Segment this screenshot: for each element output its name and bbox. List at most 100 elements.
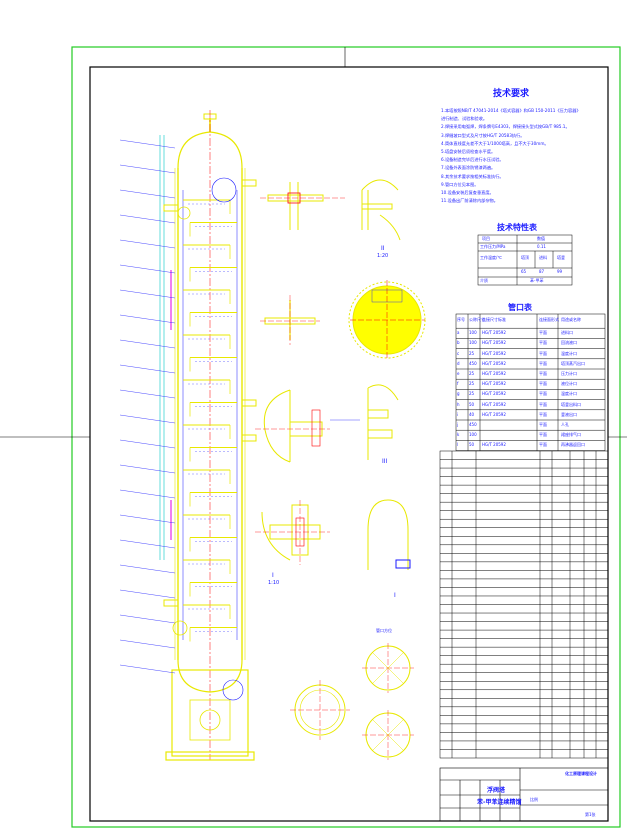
detail-view-iii <box>255 384 399 463</box>
nozzle-cell: 釜液出口 <box>561 411 577 417</box>
view-orient-label: 管口方位 <box>376 628 392 633</box>
characteristics-cell: 工作温度/℃ <box>480 255 502 260</box>
tower-elevation <box>119 110 257 761</box>
nozzle-cell: f <box>457 381 459 387</box>
nozzle-cell: 平面 <box>539 401 547 407</box>
characteristics-cell: 工作压力/MPa <box>480 244 506 249</box>
nozzle-cell: 平面 <box>539 340 547 346</box>
characteristics-cell: 介质 <box>480 278 488 283</box>
characteristics-cell: 0.11 <box>537 244 546 249</box>
nozzle-cell: 塔顶蒸汽出口 <box>561 360 585 366</box>
requirement-line: 6.设备制造完毕后进行水压试验。 <box>441 157 504 163</box>
characteristics-cell: 塔釜 <box>557 255 565 260</box>
requirement-line: 9.管口方位见本图。 <box>441 181 479 187</box>
leader-line <box>119 414 176 424</box>
characteristics-cell: 数值 <box>537 236 545 241</box>
nozzle-header-cell: 连接面形式 <box>539 317 559 322</box>
inner-frame <box>89 66 609 822</box>
leader-line <box>119 264 176 274</box>
detail-view-mid-left <box>260 295 320 345</box>
nozzle-table-border <box>455 313 606 451</box>
leader-line <box>119 339 176 349</box>
nozzle-cell: 再沸器返回口 <box>561 442 585 448</box>
nozzle-cell: d <box>457 360 460 366</box>
leader-line <box>119 664 176 674</box>
nozzle-cell: 100 <box>469 330 477 336</box>
detail-view-i <box>255 499 411 570</box>
characteristics-cell: 项目 <box>482 236 490 241</box>
requirement-line: 11.设备出厂前清除内部杂物。 <box>441 198 498 204</box>
nozzle-cell: 100 <box>469 340 477 346</box>
leader-line <box>119 464 176 474</box>
nozzle-cell: 塔釜出料口 <box>561 401 581 407</box>
view-i-label: I <box>272 572 274 579</box>
leader-line <box>119 639 176 649</box>
requirement-line: 10.设备安装后复查垂直度。 <box>441 190 494 195</box>
requirement-line: 7.设备外表面涂防锈漆两遍。 <box>441 165 496 171</box>
nozzle-cell: 25 <box>469 381 475 387</box>
nozzle-cell: 压力计口 <box>561 371 577 376</box>
detail-view-manhole <box>348 280 426 360</box>
title-block-school: 化工原理课程设计 <box>565 771 597 776</box>
nozzle-cell: 100 <box>469 432 477 438</box>
leader-line <box>119 314 176 324</box>
nozzle-cell: g <box>457 391 460 397</box>
view-iii-label: III <box>382 458 388 465</box>
characteristics-cell: 苯-甲苯 <box>530 278 544 283</box>
view-i-scale: 1:10 <box>268 580 280 586</box>
nozzle-orientation-views <box>290 643 414 760</box>
nozzle-cell: 平面 <box>539 360 547 366</box>
nozzle-cell: HG/T 20592 <box>482 371 506 376</box>
nozzle-cell: 50 <box>469 442 475 448</box>
nozzle-cell: HG/T 20592 <box>482 401 506 407</box>
nozzle-cell: 50 <box>469 401 475 407</box>
requirement-line: 进行制造、试验和验收。 <box>441 116 488 122</box>
view-ii-scale: 1:20 <box>377 253 389 259</box>
nozzle-cell: 40 <box>469 411 475 417</box>
title-block-drawing-title: 浮阀塔 <box>487 787 506 794</box>
title-block-grid <box>439 767 609 822</box>
nozzle-cell: 25 <box>469 371 475 376</box>
leader-line <box>119 489 176 499</box>
title-block-sheet: 第1张 <box>585 812 596 817</box>
requirement-line: 1.本塔按照NB/T 47041-2014《塔式容器》和GB 150-2011《… <box>441 108 581 113</box>
nozzle-table-grid <box>455 313 606 451</box>
nozzle-cell: 人孔 <box>561 422 569 427</box>
nozzle-cell: a <box>457 330 460 336</box>
nozzle-cell: 液位计口 <box>561 381 577 387</box>
nozzle-cell: h <box>457 401 460 407</box>
nozzle-cell: c <box>457 350 460 356</box>
requirement-line: 2.焊接采用电弧焊，焊条牌号E4303，焊接接头型式按GB/T 985.1。 <box>441 124 570 130</box>
nozzle-header-cell: 用途或名称 <box>561 317 581 322</box>
nozzle-cell: HG/T 20592 <box>482 381 506 387</box>
leader-line <box>119 439 176 449</box>
requirement-line: 4.筒体直线度允差不大于1/1000塔高，且不大于30mm。 <box>441 140 549 146</box>
nozzle-header-cell: 公称尺寸 <box>469 317 485 322</box>
nozzle-cell: 回流液口 <box>561 340 577 346</box>
nozzle-cell: 温度计口 <box>561 350 577 356</box>
nozzle-cell: i <box>457 411 459 417</box>
nozzle-cell: b <box>457 340 460 346</box>
nozzle-cell: k <box>457 432 460 438</box>
detail-view-ii <box>260 179 401 241</box>
leader-line <box>119 589 176 599</box>
nozzle-cell: HG/T 20592 <box>482 330 506 336</box>
nozzle-cell: 25 <box>469 350 475 356</box>
characteristics-cell: 塔顶 <box>521 255 529 260</box>
nozzle-cell: 平面 <box>539 330 547 336</box>
nozzle-header-cell: 序号 <box>457 317 465 322</box>
nozzle-cell: 平面 <box>539 391 547 397</box>
nozzle-cell: e <box>457 371 460 376</box>
leader-line <box>119 289 176 299</box>
nozzle-cell: 450 <box>469 360 477 366</box>
nozzle-cell: 平面 <box>539 350 547 356</box>
nozzle-cell: 平面 <box>539 381 547 387</box>
nozzle-cell: 进料口 <box>561 330 573 336</box>
nozzle-cell: HG/T 20592 <box>482 340 506 346</box>
view-ii-label: II <box>381 245 385 252</box>
leader-line <box>119 364 176 374</box>
nozzle-cell: HG/T 20592 <box>482 350 506 356</box>
nozzle-cell: HG/T 20592 <box>482 391 506 397</box>
leader-line <box>119 164 176 174</box>
